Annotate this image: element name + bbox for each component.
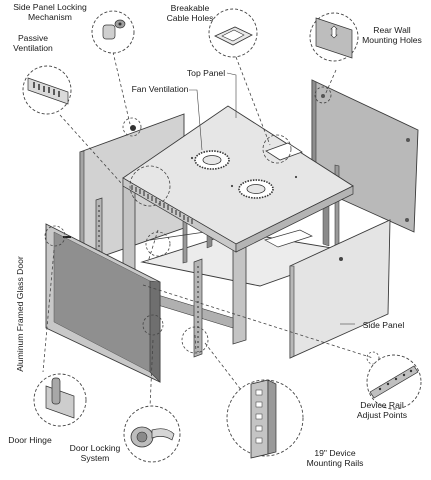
callout-mounting-rail bbox=[226, 379, 304, 459]
callout-marker-door-lock bbox=[142, 314, 164, 336]
label-top-panel: Top Panel bbox=[186, 68, 226, 78]
callout-marker-panel-lock bbox=[122, 117, 142, 137]
label-pointers bbox=[189, 72, 355, 325]
callout-rear-wall-holes bbox=[309, 12, 359, 62]
callout-marker-frame bbox=[145, 231, 171, 257]
label-breakable-cable-holes: Breakable Cable Holes bbox=[166, 3, 214, 23]
right-side-panel bbox=[289, 219, 391, 359]
mounting-rail-right bbox=[193, 258, 203, 358]
callout-passive-ventilation bbox=[22, 65, 72, 115]
passive-vent-slots bbox=[131, 185, 193, 224]
label-door-locking-system: Door Locking System bbox=[69, 443, 121, 463]
callout-marker-cable-hole bbox=[262, 134, 292, 164]
label-fan-ventilation: Fan Ventilation bbox=[131, 84, 189, 94]
callout-marker-rail-adjust bbox=[366, 351, 380, 365]
fan-vent-front bbox=[194, 150, 230, 170]
callout-device-rail-adjust bbox=[366, 354, 422, 410]
label-rear-wall-mounting-holes: Rear Wall Mounting Holes bbox=[362, 25, 422, 45]
label-passive-ventilation: Passive Ventilation bbox=[13, 33, 53, 53]
callout-door-hinge bbox=[33, 373, 87, 427]
callout-door-lock bbox=[123, 405, 181, 463]
fan-vent-rear bbox=[238, 179, 274, 199]
top-panel bbox=[122, 105, 354, 253]
label-glass-door: Aluminum Framed Glass Door bbox=[15, 256, 25, 372]
callout-marker-rail bbox=[181, 326, 209, 354]
label-side-panel-locking: Side Panel Locking Mechanism bbox=[13, 2, 87, 22]
callout-marker-passive-vent bbox=[129, 165, 171, 207]
callout-marker-rear-hole bbox=[314, 86, 332, 104]
callout-breakable-cable-holes bbox=[208, 8, 258, 58]
label-side-panel: Side Panel bbox=[362, 320, 405, 330]
label-device-rail-adjust-points: Device Rail Adjust Points bbox=[356, 400, 408, 420]
callout-side-panel-lock bbox=[91, 10, 135, 54]
label-device-mounting-rails: 19" Device Mounting Rails bbox=[306, 448, 364, 468]
label-door-hinge: Door Hinge bbox=[8, 435, 52, 445]
breakable-cable-hole bbox=[265, 142, 303, 161]
callout-marker-hinge bbox=[44, 225, 66, 247]
